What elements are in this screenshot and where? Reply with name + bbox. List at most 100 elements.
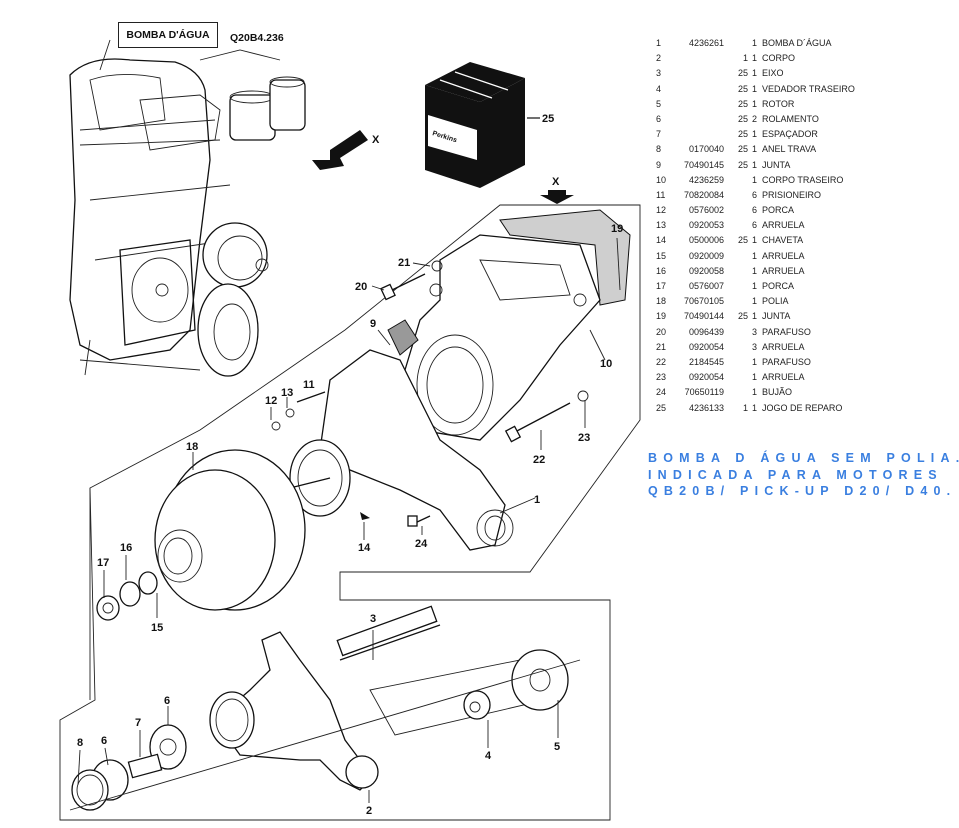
part-description: ARRUELA — [762, 220, 805, 231]
part-item-number: 11 — [656, 189, 666, 200]
part-quantity: 1 — [752, 53, 758, 64]
part-code: 0920058 — [688, 265, 724, 276]
part-quantity: 6 — [752, 220, 758, 231]
part-item-number: 13 — [656, 220, 667, 231]
part-item-number: 18 — [656, 296, 667, 307]
part-item-number: 8 — [656, 144, 662, 155]
callout-23: 23 — [578, 432, 590, 444]
part-item-number: 4 — [656, 83, 662, 94]
callout-25: 25 — [542, 113, 554, 125]
part-description: EIXO — [762, 68, 784, 79]
part-description: ARRUELA — [762, 250, 805, 261]
part-quantity: 1 — [752, 129, 758, 140]
part-item-number: 16 — [656, 265, 667, 276]
callout-16: 16 — [120, 542, 132, 554]
part-kit — [730, 325, 752, 340]
part-item-number: 19 — [656, 311, 667, 322]
part-item-number: 15 — [656, 250, 667, 261]
part-code — [674, 51, 730, 66]
callout-6a: 6 — [164, 695, 170, 707]
part-kit: 1 — [742, 402, 748, 413]
parts-list-row: 21 0920054 3 ARRUELA — [656, 340, 855, 355]
part-item-number: 21 — [656, 341, 667, 352]
part-item-number: 23 — [656, 372, 667, 383]
part-code: 0096439 — [688, 326, 724, 337]
view-arrow-down: X — [540, 176, 574, 204]
part-description: PORCA — [762, 281, 795, 291]
part-description: CORPO TRASEIRO — [762, 174, 844, 185]
part-quantity: 1 — [752, 159, 758, 170]
rear-body-assembly — [404, 209, 631, 441]
svg-text:X: X — [552, 176, 560, 188]
part-code: 2184545 — [688, 356, 724, 367]
part-description: JUNTA — [762, 311, 791, 322]
part-kit — [730, 340, 752, 355]
part-quantity: 1 — [752, 296, 758, 307]
part-quantity: 1 — [752, 372, 758, 383]
callout-19: 19 — [611, 223, 623, 235]
callout-6b: 6 — [101, 735, 107, 747]
part-code — [674, 127, 730, 142]
callout-13: 13 — [281, 387, 293, 399]
part-description: PARAFUSO — [762, 326, 811, 337]
part-description: JOGO DE REPARO — [762, 402, 843, 413]
part-quantity: 1 — [752, 265, 758, 276]
part-code: 70650119 — [684, 387, 724, 398]
part-kit — [730, 36, 752, 51]
part-quantity: 6 — [752, 189, 758, 200]
part-item-number: 9 — [656, 159, 662, 170]
part-code: 4236133 — [688, 402, 724, 413]
callout-18: 18 — [186, 441, 198, 453]
part-kit — [730, 279, 752, 294]
part-code — [674, 112, 730, 127]
part-kit: 25 — [737, 113, 748, 124]
callout-5: 5 — [554, 741, 560, 753]
part-code: 70490145 — [683, 159, 724, 170]
part-item-number: 22 — [656, 356, 667, 367]
part-quantity: 1 — [752, 281, 758, 291]
callout-3: 3 — [370, 613, 376, 625]
part-description: ANEL TRAVA — [762, 144, 817, 155]
part-description: ARRUELA — [762, 341, 805, 352]
part-kit — [730, 203, 752, 218]
callout-12: 12 — [265, 395, 277, 407]
part-kit — [730, 385, 752, 400]
callout-9: 9 — [370, 318, 376, 330]
part-description: PRISIONEIRO — [762, 189, 822, 200]
diagram-code: Q20B4.236 — [230, 32, 284, 44]
part-quantity: 1 — [752, 356, 758, 367]
part-description: CORPO — [762, 53, 796, 64]
part-quantity: 1 — [752, 387, 758, 398]
callout-8: 8 — [77, 737, 83, 749]
repair-kit-box: Perkins 25 — [425, 62, 554, 188]
lower-exploded-parts — [69, 605, 581, 811]
part-kit — [730, 218, 752, 233]
part-code — [674, 66, 730, 81]
note-line: BOMBA D ÁGUA SEM POLIA. — [648, 451, 959, 465]
callout-15: 15 — [151, 622, 163, 634]
part-item-number: 25 — [656, 402, 667, 413]
callout-labels: 1 2 3 4 5 6 6 7 8 9 10 11 12 13 14 15 16… — [77, 223, 623, 817]
part-kit: 25 — [737, 235, 748, 246]
part-item-number: 6 — [656, 113, 662, 124]
part-code: 0920054 — [688, 341, 724, 352]
part-kit: 25 — [737, 311, 748, 322]
part-description: JUNTA — [762, 159, 791, 170]
callout-14: 14 — [358, 542, 371, 554]
part-code: 0576007 — [688, 281, 724, 291]
part-code: 0576002 — [688, 205, 724, 216]
part-quantity: 3 — [752, 341, 758, 352]
